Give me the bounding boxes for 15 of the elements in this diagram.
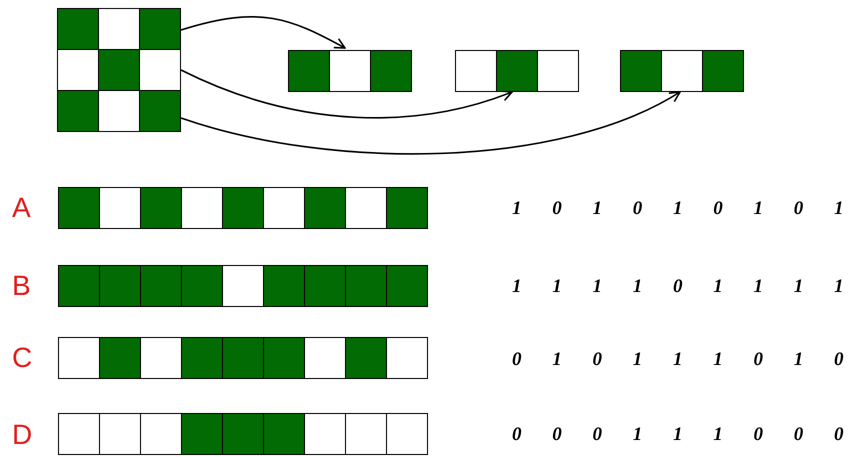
curved-arrow [180,16,346,49]
row-letter: A [12,193,31,223]
binary-digits: 1 1 1 1 0 1 1 1 1 [512,276,844,298]
row-letter: D [12,420,32,450]
curved-arrow [180,91,681,154]
cell-strip [455,50,579,92]
curved-arrow [180,69,513,118]
checkerboard-grid [57,8,181,132]
cell-strip [620,50,744,92]
row-letter: B [12,271,31,301]
binary-digits: 0 1 0 1 1 1 0 1 0 [512,349,844,371]
cell-strip [288,50,412,92]
binary-digits: 1 0 1 0 1 0 1 0 1 [512,198,844,220]
binary-digits: 0 0 0 1 1 1 0 0 0 [512,424,844,446]
row-letter: C [12,343,32,373]
